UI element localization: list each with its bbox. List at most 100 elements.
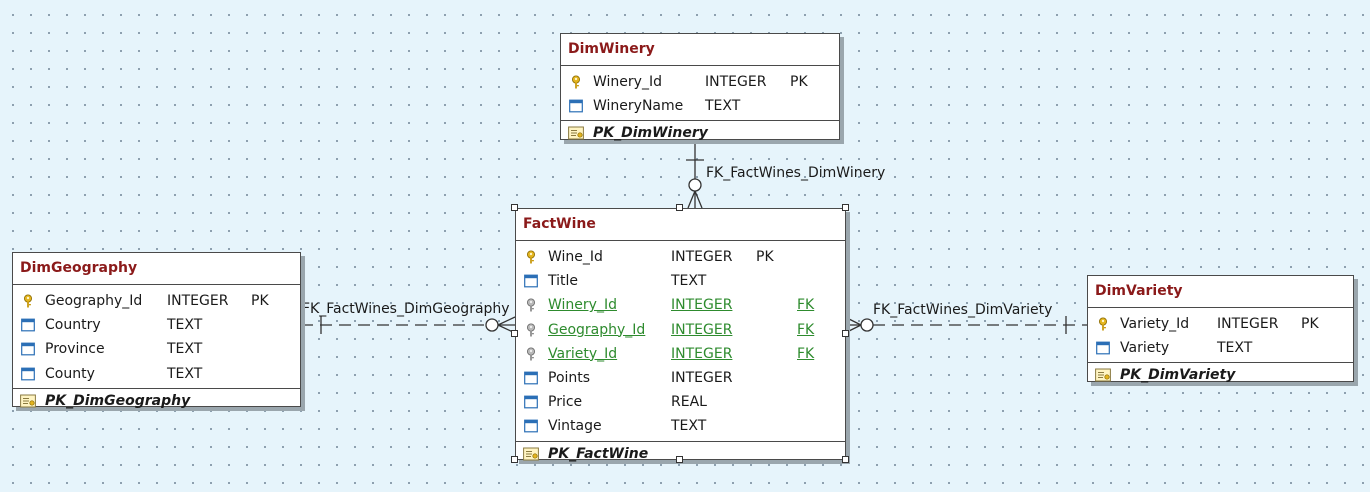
column-name: Points	[548, 369, 591, 386]
column-name: Vintage	[548, 418, 602, 435]
primary-key-row[interactable]: PK_DimWinery	[561, 120, 839, 145]
primary-key-row[interactable]: PK_FactWine	[516, 440, 845, 466]
column-row-fk[interactable]: Variety_Id INTEGER FK	[516, 342, 845, 366]
column-name: Winery_Id	[548, 297, 617, 314]
entity-dimgeography[interactable]: DimGeography Geography_Id INTEGER PK Cou…	[12, 252, 301, 409]
entity-dimwinery[interactable]: DimWinery Winery_Id INTEGER PK WineryNam…	[560, 33, 840, 141]
resize-handle[interactable]	[842, 330, 849, 337]
column-row[interactable]: Wine_Id INTEGER PK	[516, 245, 845, 269]
column-type: TEXT	[167, 365, 203, 382]
column-icon	[21, 342, 35, 356]
column-key: PK	[790, 74, 808, 90]
column-name: Wine_Id	[548, 249, 603, 265]
entity-dimvariety[interactable]: DimVariety Variety_Id INTEGER PK Variety…	[1087, 275, 1354, 383]
entity-title: DimGeography	[13, 253, 300, 285]
column-key: FK	[797, 297, 815, 314]
column-row[interactable]: WineryName TEXT	[561, 94, 839, 118]
column-row[interactable]: Geography_Id INTEGER PK	[13, 289, 300, 313]
resize-handle[interactable]	[842, 204, 849, 211]
column-type: TEXT	[705, 98, 741, 115]
column-name: Variety	[1120, 340, 1170, 357]
primary-key-row[interactable]: PK_DimGeography	[13, 387, 300, 413]
relationship-winery-label[interactable]: FK_FactWines_DimWinery	[706, 165, 886, 181]
column-type: INTEGER	[671, 321, 733, 338]
column-icon	[21, 367, 35, 380]
resize-handle[interactable]	[676, 204, 683, 211]
column-list: Wine_Id INTEGER PK Title TEXT Winery_Id …	[516, 241, 845, 441]
column-type: TEXT	[671, 273, 707, 290]
column-key: PK	[1301, 316, 1319, 332]
column-row[interactable]: Title TEXT	[516, 269, 845, 293]
primary-key-row[interactable]: PK_DimVariety	[1088, 362, 1353, 387]
entity-title: FactWine	[516, 209, 845, 241]
column-list: Geography_Id INTEGER PK Country TEXT Pro…	[13, 285, 300, 388]
column-type: INTEGER	[671, 345, 733, 362]
resize-handle[interactable]	[842, 456, 849, 463]
column-icon	[1096, 341, 1110, 355]
key-icon	[527, 250, 535, 264]
column-type: INTEGER	[671, 249, 733, 265]
column-name: County	[45, 365, 95, 382]
column-name: Title	[548, 273, 579, 290]
column-row-fk[interactable]: Geography_Id INTEGER FK	[516, 318, 845, 342]
column-name: Geography_Id	[45, 293, 143, 309]
column-icon	[524, 274, 538, 288]
index-icon	[523, 447, 539, 460]
relationship-winery-line[interactable]	[686, 140, 704, 209]
index-icon	[568, 126, 584, 140]
column-row[interactable]: Vintage TEXT	[516, 414, 845, 438]
column-row[interactable]: Variety_Id INTEGER PK	[1088, 312, 1353, 336]
relationship-variety-line[interactable]	[844, 316, 1087, 334]
column-row-fk[interactable]: Winery_Id INTEGER FK	[516, 293, 845, 317]
column-row[interactable]: County TEXT	[13, 362, 300, 386]
column-type: REAL	[671, 394, 707, 411]
relationship-geography-label[interactable]: FK_FactWines_DimGeography	[302, 301, 510, 317]
column-row[interactable]: Winery_Id INTEGER PK	[561, 70, 839, 94]
column-type: TEXT	[671, 418, 707, 435]
column-name: Province	[45, 341, 105, 358]
primary-key-name: PK_DimWinery	[593, 125, 708, 142]
column-row[interactable]: Province TEXT	[13, 337, 300, 361]
primary-key-name: PK_FactWine	[548, 445, 649, 462]
column-name: WineryName	[593, 98, 684, 115]
column-name: Variety_Id	[1120, 316, 1190, 332]
column-type: TEXT	[1217, 340, 1253, 357]
index-icon	[1095, 368, 1111, 382]
column-key: PK	[251, 293, 269, 309]
primary-key-name: PK_DimGeography	[45, 392, 191, 409]
column-key: PK	[756, 249, 774, 265]
entity-title: DimVariety	[1088, 276, 1353, 308]
key-icon	[1099, 317, 1107, 331]
column-icon	[569, 99, 583, 113]
column-icon	[524, 395, 538, 409]
column-name: Variety_Id	[548, 345, 618, 362]
column-type: INTEGER	[1217, 316, 1279, 332]
column-type: TEXT	[167, 341, 203, 358]
resize-handle[interactable]	[676, 456, 683, 463]
column-icon	[21, 318, 35, 332]
column-row[interactable]: Price REAL	[516, 390, 845, 414]
relationship-variety-label[interactable]: FK_FactWines_DimVariety	[873, 302, 1053, 318]
column-name: Country	[45, 317, 101, 334]
entity-factwine[interactable]: FactWine Wine_Id INTEGER PK Title TEXT W…	[515, 208, 846, 462]
resize-handle[interactable]	[511, 204, 518, 211]
column-name: Geography_Id	[548, 321, 646, 338]
index-icon	[20, 394, 36, 408]
column-name: Price	[548, 394, 583, 411]
column-key: FK	[797, 345, 815, 362]
column-type: INTEGER	[705, 74, 767, 90]
entity-title: DimWinery	[561, 34, 839, 66]
column-row[interactable]: Variety TEXT	[1088, 336, 1353, 360]
resize-handle[interactable]	[511, 330, 518, 337]
key-icon	[572, 75, 580, 89]
column-list: Winery_Id INTEGER PK WineryName TEXT	[561, 66, 839, 120]
primary-key-name: PK_DimVariety	[1120, 367, 1236, 384]
column-row[interactable]: Country TEXT	[13, 313, 300, 337]
column-row[interactable]: Points INTEGER	[516, 366, 845, 390]
relationship-geography-line[interactable]	[301, 316, 516, 334]
column-type: TEXT	[167, 317, 203, 334]
resize-handle[interactable]	[511, 456, 518, 463]
column-name: Winery_Id	[593, 74, 662, 90]
column-icon	[524, 419, 538, 433]
